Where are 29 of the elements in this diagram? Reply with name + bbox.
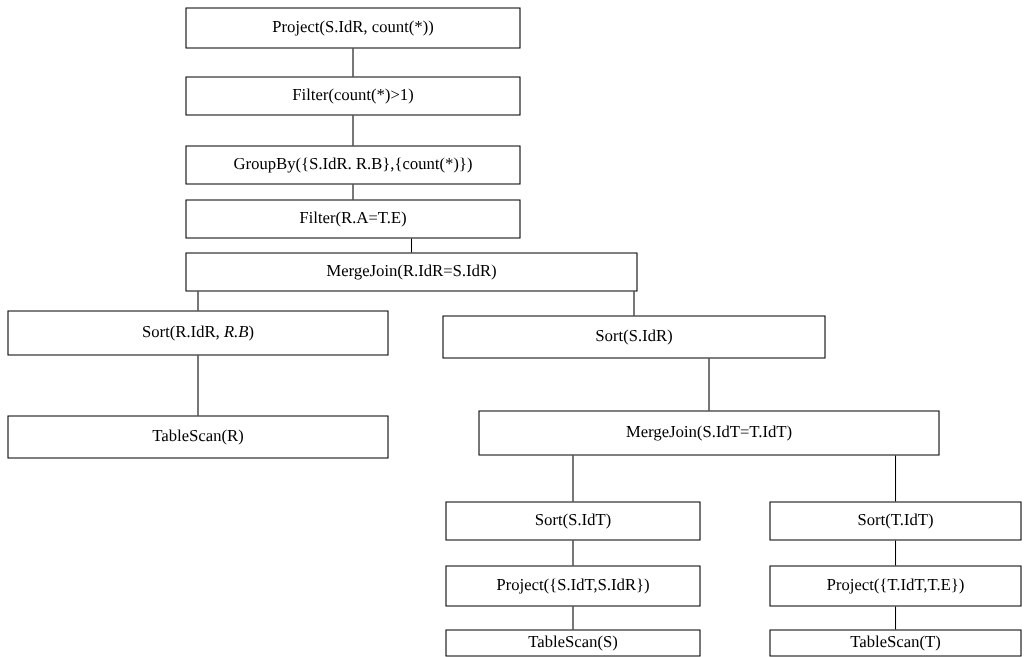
operator-box: Filter(R.A=T.E) bbox=[185, 199, 521, 239]
operator-box: Sort(S.IdR) bbox=[442, 315, 826, 359]
operator-box: Project(S.IdR, count(*)) bbox=[185, 7, 521, 49]
operator-box: Filter(count(*)>1) bbox=[185, 76, 521, 116]
connector-line bbox=[572, 455, 574, 502]
connector-line bbox=[894, 455, 897, 502]
connector-line bbox=[708, 358, 710, 411]
connector-line bbox=[352, 184, 354, 200]
operator-box: TableScan(T) bbox=[769, 629, 1022, 657]
operator-box: Sort(R.IdR, R.B) bbox=[7, 310, 389, 356]
connector-line bbox=[352, 48, 354, 77]
connector-line bbox=[197, 355, 199, 416]
connector-line bbox=[633, 291, 635, 316]
operator-box: Sort(T.IdT) bbox=[769, 501, 1022, 541]
connector-line bbox=[894, 540, 897, 566]
operator-box: MergeJoin(R.IdR=S.IdR) bbox=[185, 252, 638, 292]
operator-box: GroupBy({S.IdR. R.B},{count(*)}) bbox=[185, 145, 521, 185]
operator-box: TableScan(S) bbox=[445, 629, 701, 657]
connector-line bbox=[894, 606, 897, 630]
operator-box: Project({S.IdT,S.IdR}) bbox=[445, 565, 701, 607]
connector-line bbox=[410, 238, 413, 253]
operator-box: Sort(S.IdT) bbox=[445, 501, 701, 541]
connector-line bbox=[197, 291, 199, 311]
connector-line bbox=[572, 540, 574, 566]
operator-box: Project({T.IdT,T.E}) bbox=[769, 565, 1022, 607]
connector-line bbox=[352, 115, 354, 146]
operator-box: TableScan(R) bbox=[7, 415, 389, 459]
connector-line bbox=[572, 606, 574, 630]
operator-box: MergeJoin(S.IdT=T.IdT) bbox=[478, 410, 940, 456]
